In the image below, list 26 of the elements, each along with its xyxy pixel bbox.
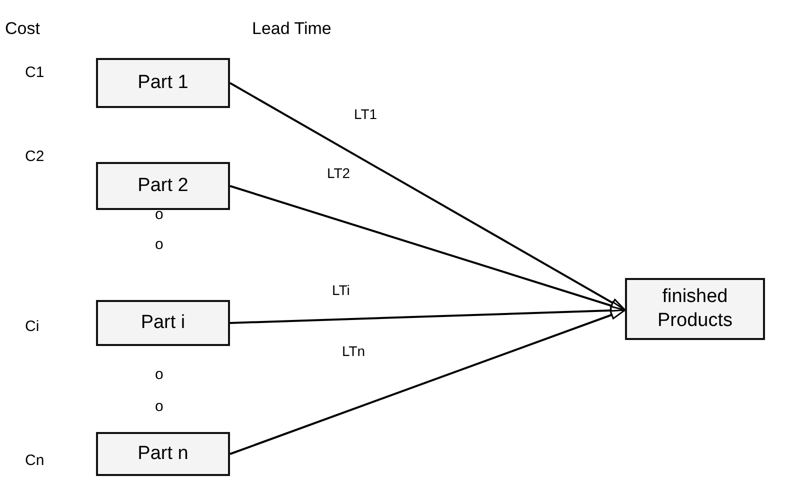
cost-label: C2 — [25, 148, 44, 166]
process-box — [96, 58, 230, 108]
arrow — [230, 82, 626, 311]
process-box — [625, 278, 765, 340]
node-label: finished Products — [656, 285, 734, 333]
node-label: Part i — [140, 311, 186, 335]
edge-label: LTi — [330, 282, 352, 298]
node-label: Part n — [138, 442, 188, 466]
column-heading: Lead Time — [252, 20, 332, 38]
edge-label: LT1 — [352, 106, 380, 122]
process-box — [96, 300, 230, 346]
cost-label: Ci — [25, 318, 40, 336]
arrow — [230, 309, 626, 455]
cost-label: C1 — [25, 64, 44, 82]
edge-label: LTn — [340, 343, 368, 359]
process-box — [96, 432, 230, 476]
ellipsis-mark: o — [155, 366, 164, 384]
edge-label: LT2 — [325, 165, 352, 181]
cost-label: Cn — [25, 452, 44, 470]
column-heading: Cost — [5, 20, 40, 38]
node-label: Part 2 — [138, 174, 188, 198]
ellipsis-mark: o — [155, 206, 164, 224]
process-box — [96, 162, 230, 210]
ellipsis-mark: o — [155, 398, 164, 416]
node-label: Part 1 — [138, 71, 188, 95]
ellipsis-mark: o — [155, 236, 164, 254]
